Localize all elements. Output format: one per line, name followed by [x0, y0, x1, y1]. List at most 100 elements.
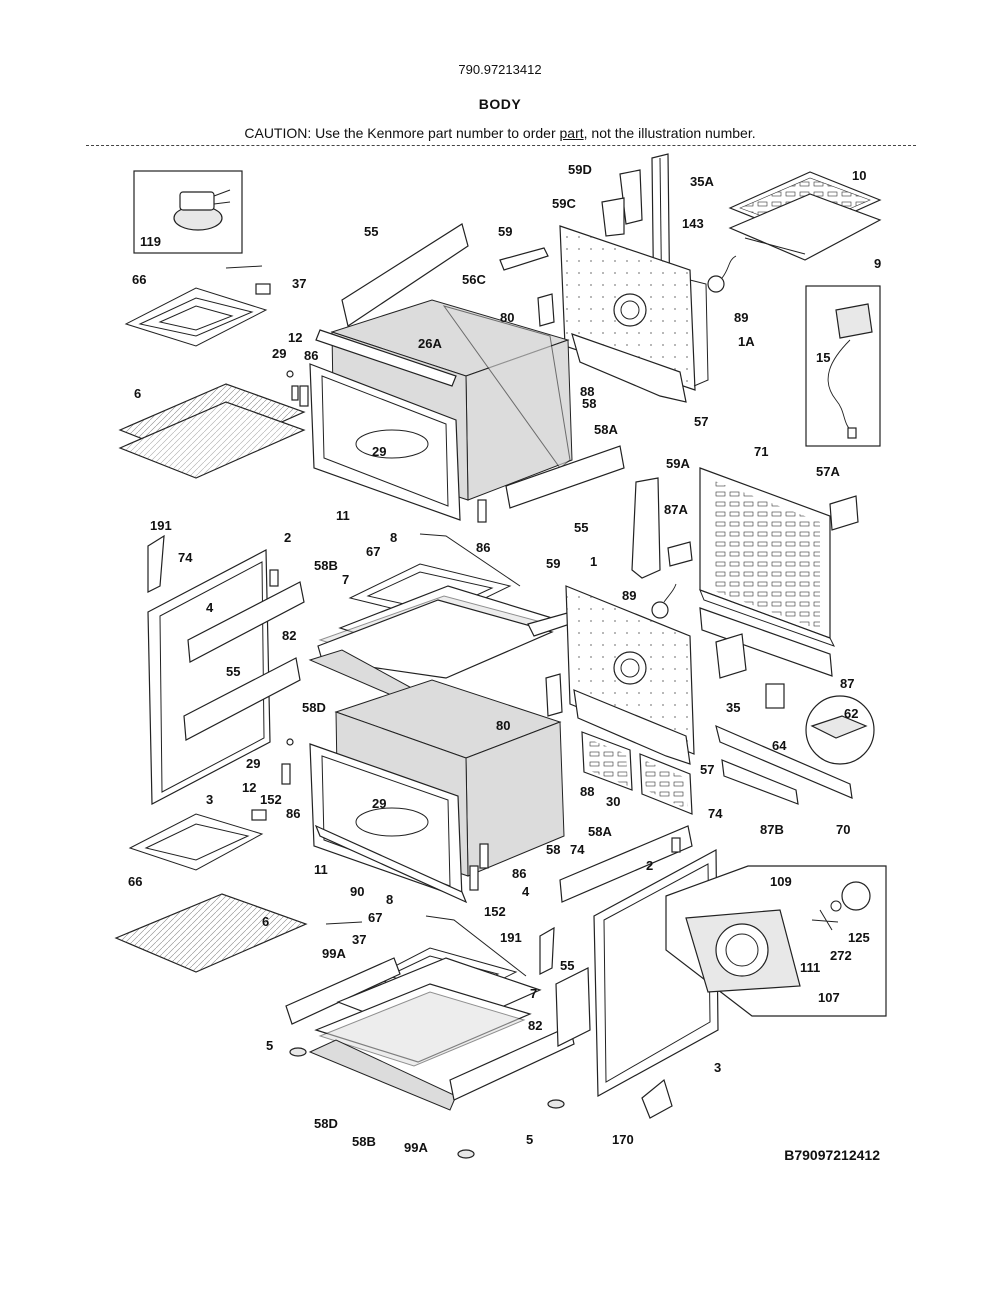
callout-8b: 8	[386, 892, 393, 907]
callout-55a: 55	[364, 224, 378, 239]
callout-64: 64	[772, 738, 787, 753]
detail-circle-62	[805, 695, 875, 765]
callout-59A: 59A	[666, 456, 690, 471]
plate-57A	[829, 495, 859, 531]
callout-170: 170	[612, 1132, 634, 1147]
callout-58b: 58	[546, 842, 560, 857]
hinge-86d	[479, 843, 489, 869]
callout-89b: 89	[622, 588, 636, 603]
callout-3b: 3	[714, 1060, 721, 1075]
callout-29b: 29	[372, 444, 386, 459]
callout-86c: 86	[286, 806, 300, 821]
diagram-code: B79097212412	[784, 1147, 880, 1163]
clip-2a	[269, 569, 279, 587]
callout-57A: 57A	[816, 464, 840, 479]
callout-125: 125	[848, 930, 870, 945]
board-64	[765, 683, 785, 709]
broiler-grid-part	[728, 171, 882, 261]
callout-59b: 59	[546, 556, 560, 571]
callout-7b: 7	[530, 986, 537, 1001]
foot-5c	[457, 1149, 475, 1159]
duct-59A	[631, 477, 661, 579]
callout-30: 30	[606, 794, 620, 809]
bracket-80b	[545, 673, 563, 717]
callout-66a: 66	[132, 272, 146, 287]
callout-58Bc: 58B	[352, 1134, 376, 1149]
clip-2b	[671, 837, 681, 853]
callout-58B: 58B	[314, 558, 338, 573]
callout-29a: 29	[272, 346, 286, 361]
callout-35: 35	[726, 700, 740, 715]
callout-1: 1	[590, 554, 597, 569]
callout-111: 111	[800, 960, 820, 975]
callout-37b: 37	[352, 932, 366, 947]
callout-80b: 80	[496, 718, 510, 733]
caution-part-link[interactable]: part	[559, 125, 584, 141]
bracket-87A	[667, 541, 693, 567]
side-rail-55c	[183, 657, 301, 741]
callout-272: 272	[830, 948, 852, 963]
upper-door-frame-11a	[309, 363, 461, 521]
callout-59a: 59	[498, 224, 512, 239]
callout-7a: 7	[342, 572, 349, 587]
callout-87A: 87A	[664, 502, 688, 517]
callout-74b: 74	[708, 806, 723, 821]
callout-71: 71	[754, 444, 768, 459]
callout-66b: 66	[128, 874, 142, 889]
hinge-86c	[281, 763, 291, 785]
callout-37a: 37	[292, 276, 306, 291]
callout-55b: 55	[574, 520, 588, 535]
fan-motor-89b	[651, 583, 677, 619]
callout-4a: 4	[206, 600, 214, 615]
callout-35A: 35A	[690, 174, 714, 189]
callout-5b: 5	[526, 1132, 533, 1147]
callout-9: 9	[874, 256, 881, 271]
callout-3a: 3	[206, 792, 213, 807]
hinge-86a	[299, 385, 309, 407]
bracket-57a	[571, 333, 687, 403]
callout-55c: 55	[226, 664, 240, 679]
callout-191b: 191	[500, 930, 522, 945]
callout-80a: 80	[500, 310, 514, 325]
callout-119: 119	[140, 234, 161, 249]
side-rail-55b	[505, 445, 625, 509]
callout-58Dc: 58D	[314, 1116, 338, 1131]
callout-12b: 12	[242, 780, 256, 795]
bracket-170	[641, 1078, 673, 1119]
callout-62: 62	[844, 706, 858, 721]
callout-86a: 86	[304, 348, 318, 363]
pin-29c	[286, 738, 294, 746]
callout-86d: 86	[512, 866, 526, 881]
caution-note: CAUTION: Use the Kenmore part number to …	[0, 125, 1000, 141]
callout-56C: 56C	[462, 272, 486, 287]
rail-99Aa	[285, 957, 401, 1025]
exploded-parts-diagram: 59D35A1059C14391195559663756C8089151226A…	[114, 153, 887, 1159]
callout-90: 90	[350, 884, 364, 899]
callout-57b: 57	[700, 762, 714, 777]
callout-5a: 5	[266, 1038, 273, 1053]
callout-67a: 67	[366, 544, 380, 559]
callout-1A: 1A	[738, 334, 755, 349]
callout-59D: 59D	[568, 162, 592, 177]
rail-4b	[559, 825, 693, 903]
probe-37a	[225, 265, 263, 269]
sensor-12a	[291, 385, 299, 401]
callout-2a: 2	[284, 530, 291, 545]
callout-11b: 11	[314, 862, 328, 877]
callout-82a: 82	[282, 628, 296, 643]
callout-57a: 57	[694, 414, 708, 429]
bracket-80a	[537, 293, 555, 327]
callout-88b: 88	[580, 784, 594, 799]
callout-58a: 58	[582, 396, 596, 411]
callout-26A: 26A	[418, 336, 442, 351]
callout-74c: 74	[570, 842, 585, 857]
callout-67b: 67	[368, 910, 382, 925]
rail-70	[715, 724, 853, 799]
caution-prefix: CAUTION: Use the Kenmore part number to …	[244, 125, 560, 141]
fan-motor-89a	[707, 255, 737, 293]
front-frame-26A	[315, 329, 457, 387]
callout-58Aa: 58A	[594, 422, 618, 437]
header-divider	[86, 145, 916, 146]
insulation-58Bc	[318, 991, 526, 1067]
